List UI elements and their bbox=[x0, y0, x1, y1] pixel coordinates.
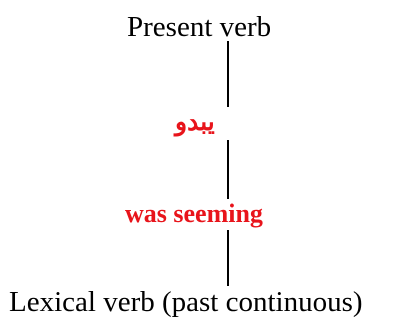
top-node-label: Present verb bbox=[127, 11, 272, 43]
arabic-word: يبدو bbox=[175, 109, 215, 136]
bottom-node-label: Lexical verb (past continuous) bbox=[9, 286, 363, 318]
connector-line-upper bbox=[227, 41, 229, 107]
english-gloss: was seeming bbox=[125, 199, 263, 228]
connector-line-lower bbox=[227, 230, 229, 286]
connector-line-middle bbox=[227, 140, 229, 199]
